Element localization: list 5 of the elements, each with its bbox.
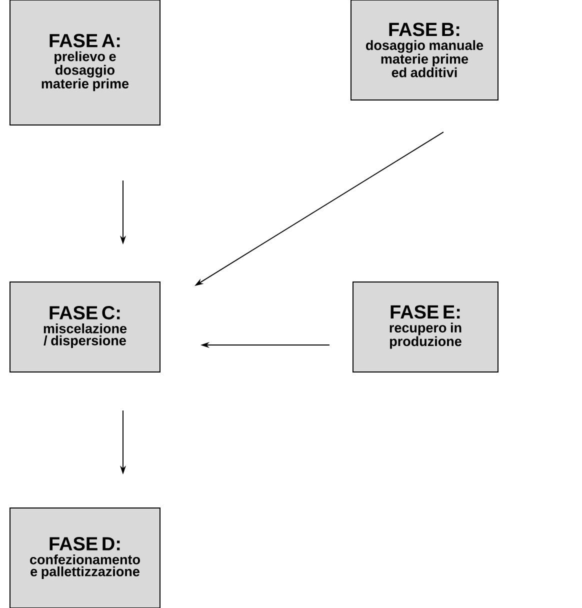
- process-box: FASE E: recupero in produzione: [352, 282, 498, 372]
- process-box: FASE A: prelievo e dosaggio materie prime: [10, 0, 160, 126]
- process-box: FASE D: confezionamento e pallettizzazione: [10, 508, 160, 608]
- process-box: FASE B: dosaggio manuale materie prime ed additivi: [350, 0, 498, 100]
- process-box: FASE C: miscelazione / dispersione: [10, 282, 160, 372]
